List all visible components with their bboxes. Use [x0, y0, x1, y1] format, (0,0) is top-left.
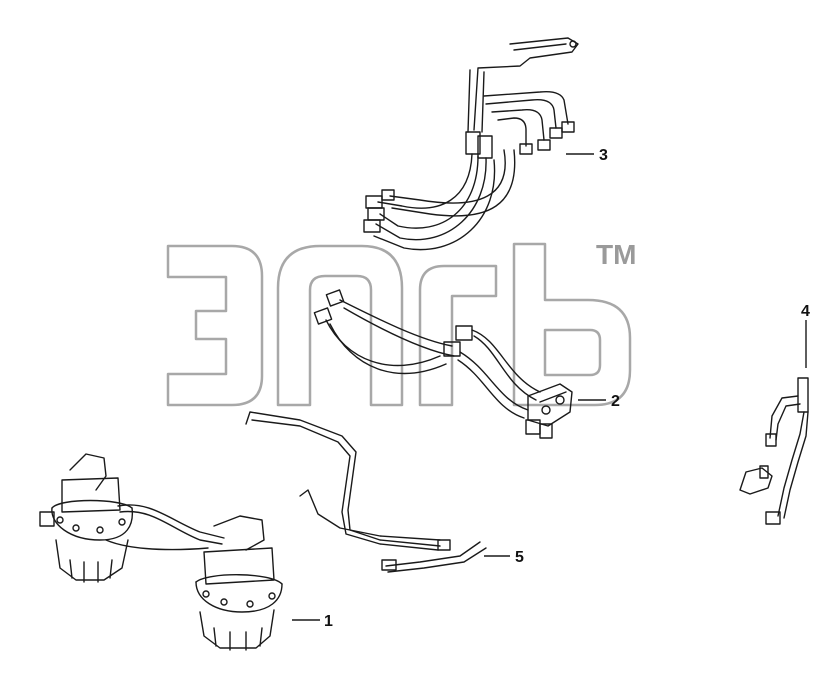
watermark-letter-4	[512, 242, 632, 407]
callouts: 3 2 4 5 1	[292, 147, 810, 630]
watermark-letter-1	[166, 244, 264, 407]
callout-2: 2	[611, 393, 620, 410]
motor-assembly-1	[39, 453, 283, 651]
watermark-letter-3	[418, 264, 498, 407]
callout-1: 1	[324, 613, 333, 630]
callout-4: 4	[801, 303, 810, 320]
watermark-letter-2	[276, 244, 404, 407]
tube-assembly-4	[739, 377, 809, 525]
watermark-tm: TM	[596, 239, 636, 270]
hose-assembly-3	[363, 37, 579, 251]
callout-3: 3	[599, 147, 608, 164]
hose-assembly-2	[313, 289, 573, 439]
tube-assembly-5	[245, 411, 487, 573]
callout-5: 5	[515, 549, 524, 566]
watermark-logo: TM	[166, 239, 636, 407]
